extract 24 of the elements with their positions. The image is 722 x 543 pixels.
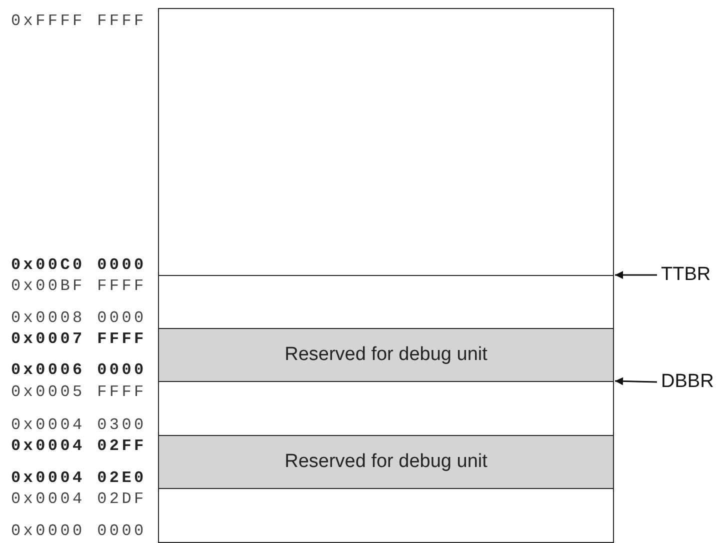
address-label: 0x0006 0000 bbox=[11, 361, 146, 379]
address-label: 0x0005 FFFF bbox=[11, 383, 146, 401]
memory-region bbox=[158, 381, 614, 436]
region-label: Reserved for debug unit bbox=[284, 451, 488, 473]
arrow bbox=[614, 377, 658, 386]
address-label: 0x0004 0300 bbox=[11, 416, 146, 434]
memory-region bbox=[158, 8, 614, 276]
reserved-region bbox=[158, 328, 614, 382]
memory-region bbox=[158, 275, 614, 329]
register-label: DBBR bbox=[661, 371, 714, 393]
memory-region bbox=[158, 488, 614, 543]
region-label: Reserved for debug unit bbox=[284, 344, 488, 366]
arrow bbox=[615, 271, 657, 279]
address-label: 0x0004 02FF bbox=[11, 437, 146, 455]
reserved-region bbox=[158, 435, 614, 489]
address-label: 0x0008 0000 bbox=[11, 309, 146, 327]
address-label: 0x0004 02E0 bbox=[11, 469, 146, 487]
register-label: TTBR bbox=[661, 264, 711, 286]
address-label: 0x0000 0000 bbox=[11, 522, 146, 540]
address-label: 0x0007 FFFF bbox=[11, 330, 146, 348]
address-label: 0xFFFF FFFF bbox=[11, 12, 146, 30]
address-label: 0x0004 02DF bbox=[11, 490, 146, 508]
address-label: 0x00C0 0000 bbox=[11, 256, 146, 274]
address-label: 0x00BF FFFF bbox=[11, 277, 146, 295]
